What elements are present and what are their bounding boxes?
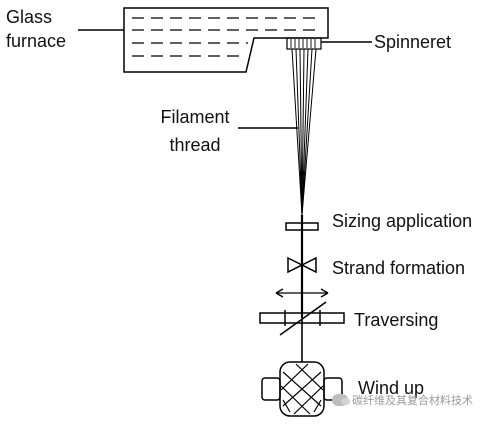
spinneret-nozzles xyxy=(290,39,316,48)
spinneret xyxy=(286,37,322,50)
label-strand-formation: Strand formation xyxy=(332,258,466,278)
label-spinneret: Spinneret xyxy=(374,32,452,52)
label-filament-line2: thread xyxy=(169,135,221,155)
label-traversing: Traversing xyxy=(354,310,439,330)
watermark: 碳纤维及其复合材料技术 xyxy=(332,392,473,408)
label-sizing-application: Sizing application xyxy=(332,211,473,231)
label-glass-furnace-line1: Glass xyxy=(6,7,53,27)
label-filament-line1: Filament xyxy=(160,107,230,127)
traverse-arrow xyxy=(275,288,329,298)
label-glass-furnace-line2: furnace xyxy=(6,31,67,51)
traversing-guide xyxy=(259,301,345,336)
wechat-icon xyxy=(332,394,350,406)
wind-up-spool xyxy=(261,361,343,417)
sizing-applicator xyxy=(285,222,319,231)
glass-furnace xyxy=(123,7,329,73)
filament-thread xyxy=(291,48,317,216)
label-wind-up: Wind up xyxy=(358,378,425,398)
strand-formation-shoe xyxy=(287,256,317,274)
molten-glass-dashes xyxy=(132,17,318,57)
watermark-text: 碳纤维及其复合材料技术 xyxy=(352,394,473,407)
